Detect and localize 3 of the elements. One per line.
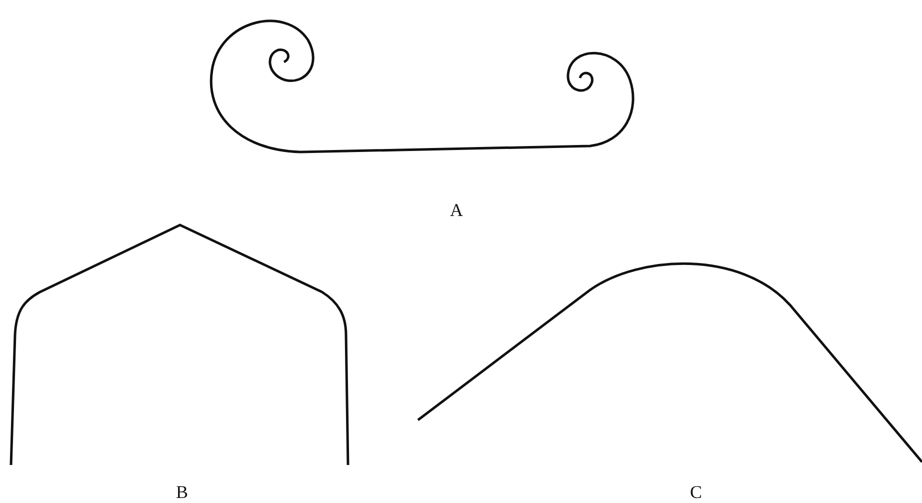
figure-label: B: [176, 482, 188, 502]
figure-label: C: [690, 482, 702, 502]
figure-label: A: [450, 200, 463, 220]
